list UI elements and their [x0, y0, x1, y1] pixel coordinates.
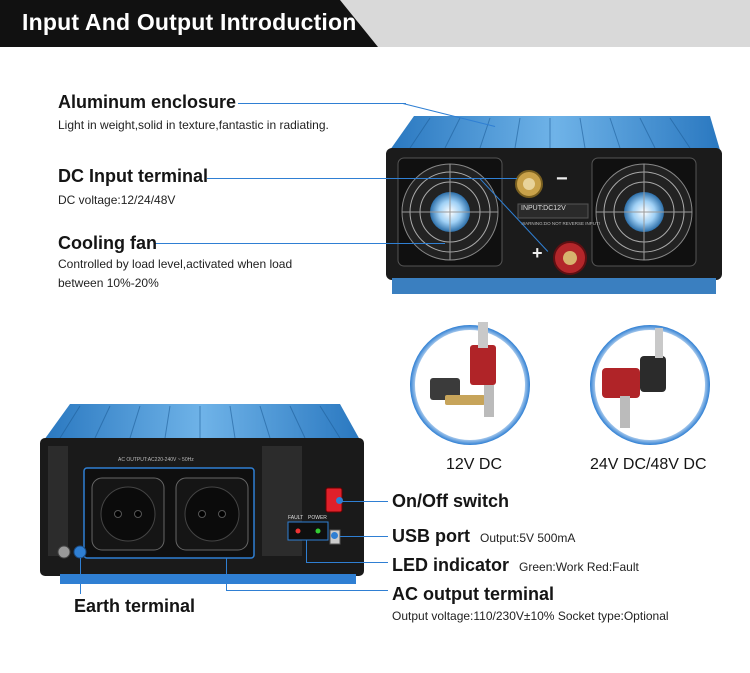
fan-title: Cooling fan — [58, 233, 157, 253]
terminal-closeup-24-48v — [590, 325, 710, 445]
led-row: LED indicator Green:Work Red:Fault — [392, 555, 639, 576]
enclosure-title: Aluminum enclosure — [58, 92, 237, 112]
ac-enclosure-top — [44, 404, 360, 440]
enclosure-desc: Light in weight,solid in texture,fantast… — [58, 118, 329, 132]
usb-row: USB port Output:5V 500mA — [392, 526, 575, 547]
fan-right — [591, 157, 697, 267]
enclosure-callout-line — [238, 103, 406, 104]
page-title: Input And Output Introduction — [22, 9, 357, 35]
ac-plate-label: AC OUTPUT:AC220-240V ~ 50Hz — [118, 457, 194, 463]
led-desc: Green:Work Red:Fault — [519, 560, 639, 574]
minus-sign: − — [556, 168, 568, 190]
ac-callout-vline — [226, 558, 227, 590]
fan-desc: Controlled by load level,activated when … — [58, 257, 293, 290]
ac-output-desc: Output voltage:110/230V±10% Socket type:… — [392, 609, 669, 623]
terminal-caption-24-48v: 24V DC/48V DC — [590, 456, 707, 473]
usb-title: USB port — [392, 526, 470, 546]
input-warning-label: WARNING:DO NOT REVERSE INPUT! — [521, 221, 601, 226]
ac-callout-line — [226, 590, 388, 591]
switch-title: On/Off switch — [392, 491, 509, 511]
fault-label: FAULT — [288, 515, 304, 521]
ac-output-title: AC output terminal — [392, 584, 554, 604]
switch-callout-dot — [336, 497, 343, 504]
terminal-closeup-12v — [410, 322, 530, 445]
fan-left — [397, 157, 503, 267]
earth-title: Earth terminal — [74, 596, 196, 616]
led-callout-vline — [306, 540, 307, 562]
enclosure-top — [390, 116, 720, 150]
usb-callout-dot — [331, 532, 338, 539]
led-callout-line — [306, 562, 388, 563]
fan-callout-line — [155, 243, 445, 244]
led-box — [287, 521, 329, 541]
earth-callout-vline — [80, 558, 81, 594]
dc-input-desc: DC voltage:12/24/48V — [58, 193, 176, 207]
usb-desc: Output:5V 500mA — [480, 531, 576, 545]
red-post — [470, 345, 496, 385]
led-title: LED indicator — [392, 555, 510, 575]
plus-sign: + — [532, 243, 543, 263]
terminal-caption-12v: 12V DC — [446, 456, 503, 473]
usb-callout-line — [340, 536, 388, 537]
earth-screw — [57, 545, 71, 559]
dc-input-callout-line — [207, 178, 517, 179]
dc-input-title: DC Input terminal — [58, 166, 209, 186]
power-label: POWER — [308, 515, 327, 521]
switch-callout-line — [340, 501, 388, 502]
input-plate-label: INPUT:DC12V — [521, 205, 566, 212]
header-banner — [0, 0, 378, 47]
